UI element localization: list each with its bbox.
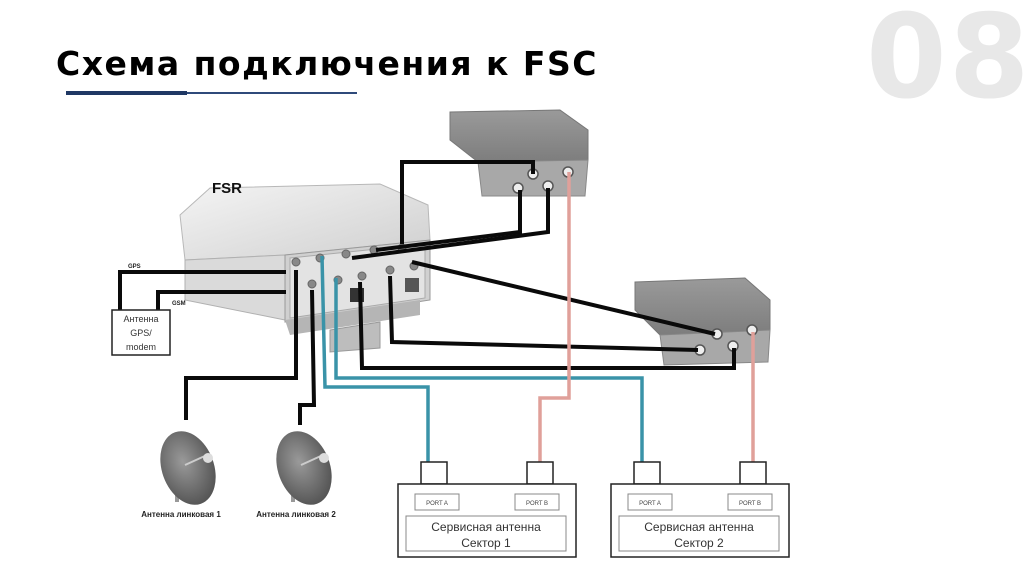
port-b [514,493,560,511]
page-title: Схема подключения к FSC [56,44,598,83]
gsm-label: GSM [172,301,186,307]
teal-cables [320,255,644,462]
title-underline-accent [66,91,187,95]
svg-text:PORT A: PORT A [426,501,448,507]
svg-text:Сервисная антенна: Сервисная антенна [431,520,541,534]
gps-label: GPS [128,264,141,270]
link-antenna-2-label: Антенна линковая 2 [256,510,336,519]
svg-text:PORT B: PORT B [526,501,548,507]
link-antenna-2: Антенна линковая 2 [256,431,336,519]
port-a [627,493,673,511]
remote-unit-1 [449,109,589,197]
fsr-label: FSR [212,180,242,197]
port-a [414,493,460,511]
pink-cables [538,172,755,462]
link-antenna-1: Антенна линковая 1 [141,431,221,519]
slide-number: 08 [866,0,1024,125]
link-antenna-1-label: Антенна линковая 1 [141,510,221,519]
svg-text:Антенна: Антенна [124,314,159,324]
svg-text:GPS/: GPS/ [130,328,152,338]
svg-text:Сервисная антенна: Сервисная антенна [644,520,754,534]
port-b [727,493,773,511]
svg-text:Сектор 1: Сектор 1 [461,536,511,550]
gps-modem-box: Антенна GPS/ modem [111,309,171,356]
service-antenna-1: PORT A PORT B Сервисная антенна Сектор 1 [397,461,577,558]
svg-text:PORT A: PORT A [639,501,661,507]
svg-text:modem: modem [126,342,156,352]
service-antenna-2: PORT A PORT B Сервисная антенна Сектор 2 [610,461,790,558]
black-cables [118,160,736,425]
svg-text:PORT B: PORT B [739,501,761,507]
title-underline [187,92,357,94]
svg-text:Сектор 2: Сектор 2 [674,536,724,550]
